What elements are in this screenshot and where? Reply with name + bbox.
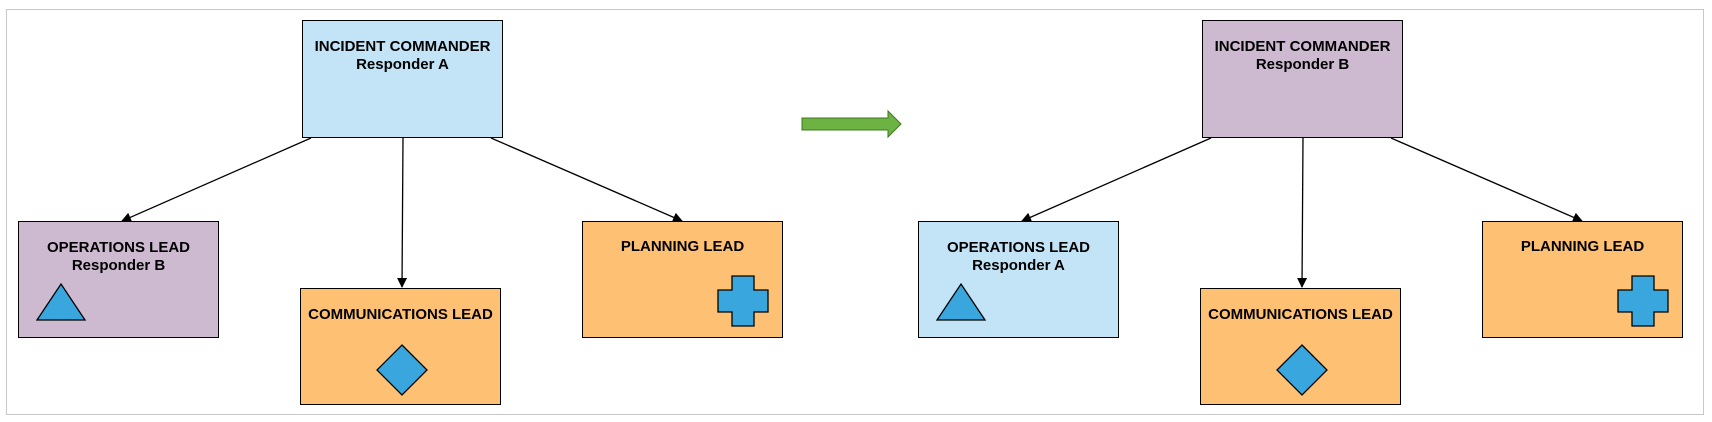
operations-lead-box-before: OPERATIONS LEAD Responder B: [18, 221, 219, 338]
cross-icon: [717, 275, 769, 327]
planning-lead-role-after: PLANNING LEAD: [1520, 238, 1645, 255]
connector-commander-to-operations-before: [121, 137, 312, 222]
connector-commander-to-planning-before: [490, 137, 683, 222]
connector-commander-to-communications-after: [1297, 137, 1308, 288]
planning-lead-box-before: PLANNING LEAD: [582, 221, 783, 338]
diamond-icon: [376, 344, 428, 396]
connector-commander-to-operations-after: [1021, 137, 1212, 222]
operations-lead-role-before: OPERATIONS LEAD: [46, 239, 191, 256]
incident-commander-box-before: INCIDENT COMMANDER Responder A: [302, 20, 503, 138]
operations-lead-person-after: Responder A: [972, 257, 1065, 274]
incident-commander-box-after: INCIDENT COMMANDER Responder B: [1202, 20, 1403, 138]
triangle-icon: [935, 282, 987, 321]
operations-lead-role-after: OPERATIONS LEAD: [946, 239, 1091, 256]
connector-commander-to-planning-after: [1390, 137, 1583, 222]
diamond-icon: [1276, 344, 1328, 396]
incident-commander-role-after: INCIDENT COMMANDER: [1214, 38, 1391, 55]
connector-commander-to-communications-before: [397, 137, 408, 288]
triangle-icon: [35, 282, 87, 321]
incident-commander-role-before: INCIDENT COMMANDER: [314, 38, 491, 55]
communications-lead-box-after: COMMUNICATIONS LEAD: [1200, 288, 1401, 405]
cross-icon: [1617, 275, 1669, 327]
diagram-frame: [6, 9, 1704, 415]
communications-lead-role-after: COMMUNICATIONS LEAD: [1208, 306, 1393, 323]
operations-lead-person-before: Responder B: [71, 257, 166, 274]
operations-lead-box-after: OPERATIONS LEAD Responder A: [918, 221, 1119, 338]
planning-lead-box-after: PLANNING LEAD: [1482, 221, 1683, 338]
right-arrow-icon: [801, 109, 902, 139]
communications-lead-role-before: COMMUNICATIONS LEAD: [308, 306, 493, 323]
communications-lead-box-before: COMMUNICATIONS LEAD: [300, 288, 501, 405]
incident-commander-person-after: Responder B: [1255, 56, 1350, 73]
planning-lead-role-before: PLANNING LEAD: [620, 238, 745, 255]
incident-commander-person-before: Responder A: [356, 56, 449, 73]
